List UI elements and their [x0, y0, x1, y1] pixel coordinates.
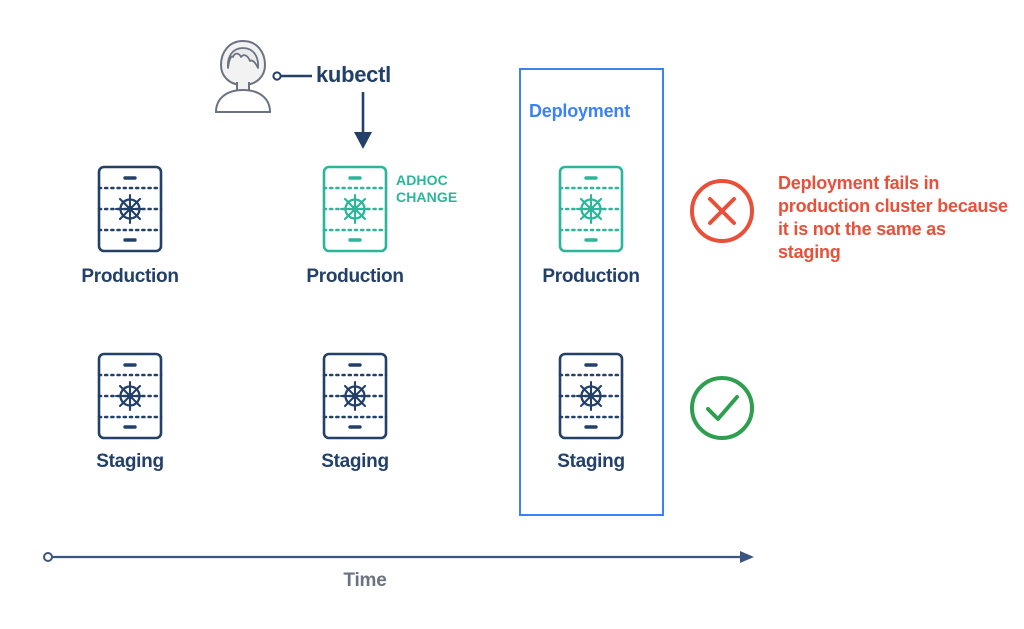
adhoc-change-annotation: ADHOC CHANGE	[396, 172, 496, 206]
cluster-icon-production-1	[96, 162, 164, 256]
deployment-failure-message: Deployment fails in production cluster b…	[778, 173, 1008, 262]
node-label-staging-2: Staging	[321, 451, 389, 472]
node-label-staging-1: Staging	[96, 451, 164, 472]
time-axis-label: Time	[343, 570, 387, 591]
cluster-icon-staging-3	[557, 349, 625, 443]
user-avatar-icon	[212, 38, 274, 116]
adhoc-change-line-2: CHANGE	[396, 189, 458, 205]
cluster-icon-production-3-changed	[557, 162, 625, 256]
node-label-production-3: Production	[542, 266, 640, 287]
downward-arrow-icon	[345, 92, 381, 150]
node-label-staging-3: Staging	[557, 451, 625, 472]
node-label-production-2: Production	[306, 266, 404, 287]
circle-x-icon	[688, 177, 756, 245]
cluster-icon-staging-1	[96, 349, 164, 443]
node-label-production-1: Production	[81, 266, 179, 287]
kubectl-label: kubectl	[316, 62, 391, 87]
deployment-highlight-box	[519, 68, 664, 516]
kubectl-connector-line	[272, 68, 314, 84]
deployment-label: Deployment	[529, 101, 631, 121]
cluster-icon-production-2-changed	[321, 162, 389, 256]
adhoc-change-line-1: ADHOC	[396, 172, 448, 188]
cluster-icon-staging-2	[321, 349, 389, 443]
time-axis-arrow	[40, 546, 756, 568]
circle-check-icon	[688, 374, 756, 442]
